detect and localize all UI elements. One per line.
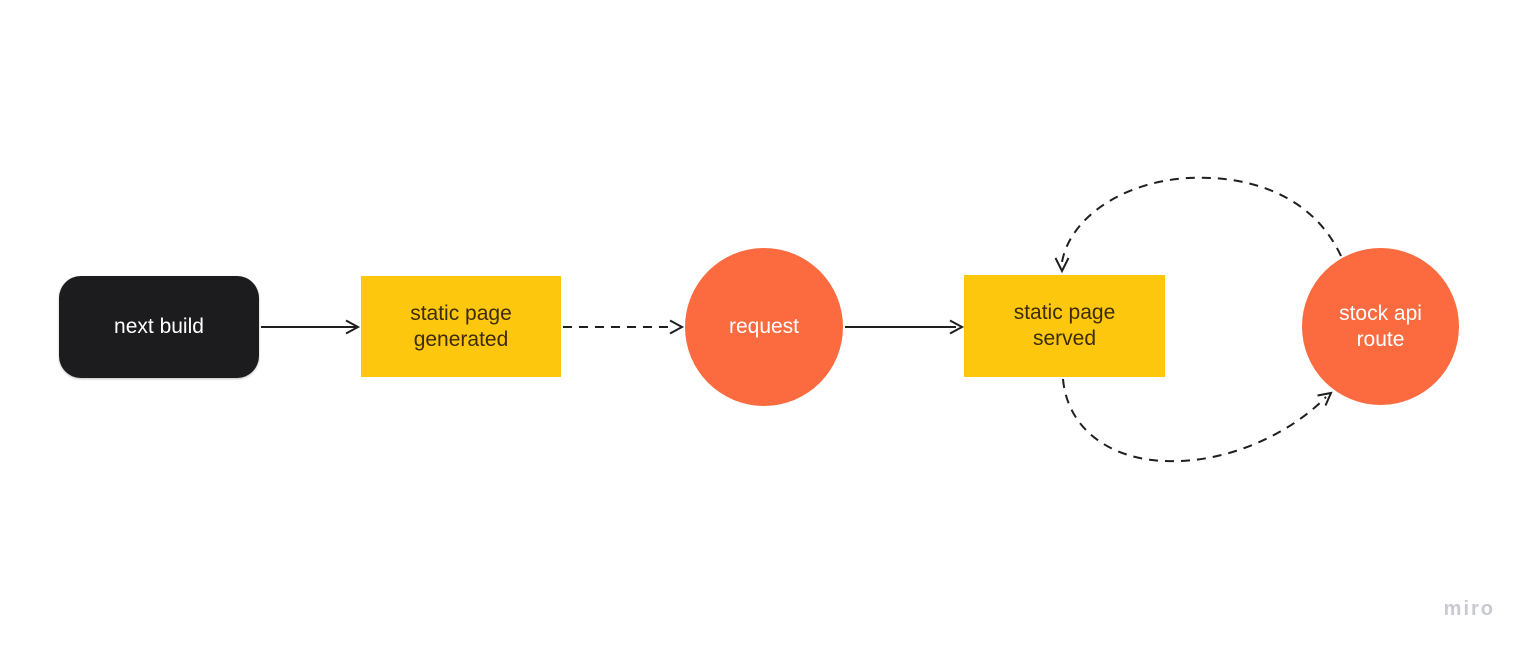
miro-watermark: miro — [1443, 598, 1495, 620]
node-static-page-generated-label: static page generated — [410, 301, 512, 351]
node-next-build[interactable]: next build — [59, 276, 259, 378]
connector-next-build-to-static-page-generated[interactable] — [261, 319, 361, 335]
node-request[interactable]: request — [685, 248, 843, 406]
node-stock-api-route-label: stock api route — [1339, 301, 1422, 351]
connector-request-to-static-page-served[interactable] — [845, 319, 965, 335]
node-static-page-generated[interactable]: static page generated — [361, 276, 561, 377]
node-request-label: request — [728, 315, 800, 338]
connector-static-page-generated-to-request[interactable] — [563, 319, 685, 335]
node-static-page-served-label: static page served — [1013, 301, 1116, 350]
node-static-page-served[interactable]: static page served — [964, 275, 1165, 377]
node-stock-api-route[interactable]: stock api route — [1302, 248, 1459, 405]
connector-stock-api-route-to-static-page-served-top-curve[interactable] — [1054, 176, 1342, 274]
connector-static-page-served-to-stock-api-route-bottom-curve[interactable] — [1062, 378, 1333, 463]
node-next-build-label: next build — [114, 315, 204, 338]
